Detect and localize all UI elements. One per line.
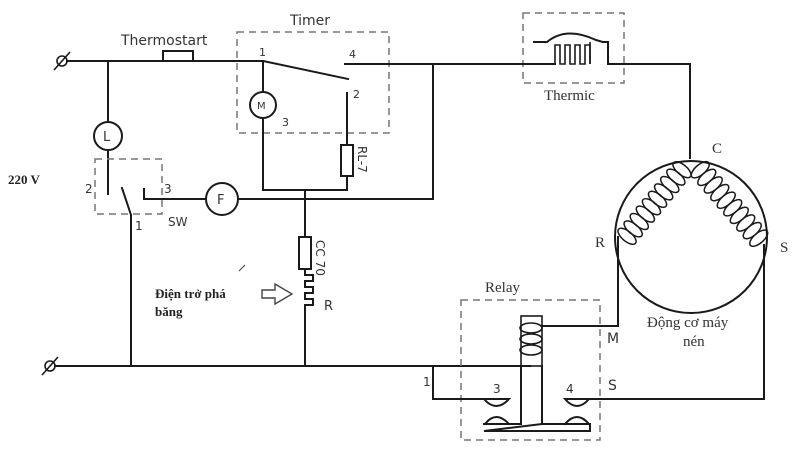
door-switch: 2 3 1 SW [85,158,206,233]
thermostat-label: Thermostart [120,33,208,49]
start-relay: Relay 1 3 4 M S [423,280,765,441]
thermostat: Thermostart [120,33,208,62]
timer-pin-3: 3 [282,116,289,129]
fuse-label: CC 70 [313,240,327,276]
lamp-symbol: L [103,130,111,145]
sw-label: SW [168,215,188,229]
timer-pin-1: 1 [259,46,266,59]
compressor-terminal-s: S [780,240,788,256]
compressor-terminal-c: C [712,141,722,157]
thermal-fuse: CC 70 [298,236,327,276]
defrost-heater: R [304,268,333,314]
lamp: L [93,121,123,151]
relay-label: Relay [485,280,520,296]
timer-pin-2: 2 [353,88,360,101]
compressor-motor: C R S Động cơ máy nén [595,141,788,350]
relay-pin-1: 1 [423,375,431,389]
fan-motor: F [205,182,239,216]
thermic-overload: Thermic [432,12,691,104]
heater-arrow-icon [261,282,294,306]
relay-coil [519,322,543,334]
relay-terminal-s: S [608,378,617,394]
sw-pin-1: 1 [135,219,143,233]
timer-pin-4: 4 [349,48,356,61]
supply-voltage-label: 220 V [8,172,41,187]
compressor-terminal-r: R [595,235,605,251]
coil-turn [749,229,769,248]
compressor-caption-line2: nén [683,334,705,350]
timer: Timer 1 4 2 3 M [236,13,390,146]
timer-contact-arm [261,59,350,81]
heater-caption-line2: băng [155,304,183,319]
timer-resistor: RL-7 [340,144,369,177]
sw-pin-3: 3 [164,182,172,196]
coil-turn [617,227,637,246]
heater-label: R [324,299,333,314]
compressor-caption-line1: Động cơ máy [647,315,729,331]
timer-resistor-label: RL-7 [355,146,369,173]
relay-terminal-m: M [607,331,619,347]
relay-pin-4: 4 [566,382,574,396]
compressor-start-winding [690,160,769,248]
relay-pin-3: 3 [493,382,501,396]
thermic-label: Thermic [544,88,595,104]
heater-caption-line1: Điện trở phá [155,286,226,301]
fan-symbol: F [217,193,224,208]
timer-motor-symbol: M [257,101,266,112]
timer-label: Timer [289,13,330,29]
compressor-run-winding [617,160,692,246]
sw-pin-2: 2 [85,182,93,196]
